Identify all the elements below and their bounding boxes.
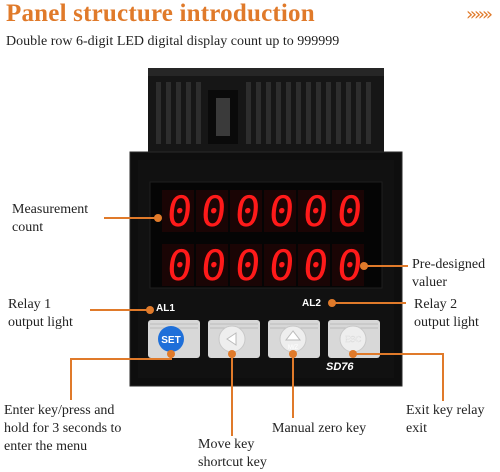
bottom-digit-0: 0 [165, 241, 195, 290]
leader-enter-c [70, 358, 72, 400]
top-digit-4: 0 [301, 187, 331, 236]
set-button-label: SET [161, 335, 180, 346]
leader-enter-b [70, 358, 172, 360]
callout-relay2: Relay 2 output light [414, 297, 479, 330]
dot-preset [360, 262, 368, 270]
callout-move-key: Move key shortcut key [198, 437, 267, 470]
rear-housing [148, 68, 384, 154]
leader-exit-a [352, 353, 444, 355]
top-digit-0: 0 [165, 187, 195, 236]
bottom-digit-1: 0 [199, 241, 229, 290]
bottom-digit-3: 0 [267, 241, 297, 290]
indicator-al1-label: AL1 [156, 303, 175, 314]
left-arrow-button[interactable] [218, 325, 246, 353]
top-digit-2: 0 [233, 187, 263, 236]
callout-exit-key: Exit key relay exit [406, 403, 485, 436]
bottom-digit-4: 0 [301, 241, 331, 290]
escape-button[interactable]: ESC [339, 325, 367, 353]
top-digit-5: 0 [335, 187, 365, 236]
left-arrow-icon [226, 332, 237, 346]
up-arrow-icon [284, 330, 302, 341]
callout-enter-key: Enter key/press and hold for 3 seconds t… [4, 403, 122, 454]
zero-button[interactable]: M/Z [279, 325, 307, 353]
dot-measurement [154, 214, 162, 222]
leader-enter-a [170, 354, 172, 360]
zero-button-label: M/Z [288, 345, 299, 351]
callout-preset: Pre-designed valuer [412, 257, 486, 290]
leader-preset [366, 265, 408, 267]
model-label: SD76 [326, 361, 354, 373]
escape-button-label: ESC [345, 335, 362, 344]
top-digit-1: 0 [199, 187, 229, 236]
leader-relay1 [90, 309, 148, 311]
leader-exit-b [442, 353, 444, 401]
bottom-digit-2: 0 [233, 241, 263, 290]
callout-zero-key: Manual zero key [272, 421, 367, 436]
leader-measurement [104, 217, 158, 219]
callout-measurement: Measurement count [12, 202, 89, 235]
top-digit-3: 0 [267, 187, 297, 236]
page-title: Panel structure introduction [6, 0, 315, 27]
dot-relay1 [146, 306, 154, 314]
leader-move [231, 354, 233, 436]
set-button[interactable]: SET [158, 326, 184, 352]
dot-relay2 [328, 299, 336, 307]
leader-relay2 [334, 302, 406, 304]
chevron-right-icon: »»» [465, 4, 493, 25]
leader-zero [292, 354, 294, 418]
bottom-digit-5: 0 [335, 241, 365, 290]
indicator-al2-label: AL2 [302, 298, 321, 309]
page-subtitle: Double row 6-digit LED digital display c… [6, 34, 340, 49]
callout-relay1: Relay 1 output light [8, 297, 73, 330]
